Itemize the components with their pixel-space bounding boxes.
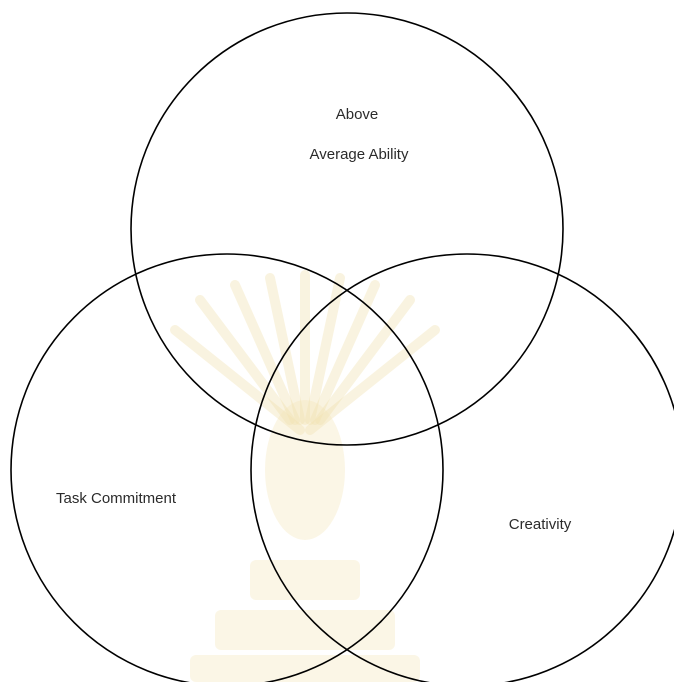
creativity-label: Creativity xyxy=(509,516,572,533)
task-commitment-label: Task Commitment xyxy=(56,490,177,507)
task-commitment-circle xyxy=(10,253,444,682)
above-average-ability-label-line2: Average Ability xyxy=(310,146,409,163)
above-average-ability-circle xyxy=(130,12,564,446)
above-average-ability-label-line1: Above xyxy=(336,106,379,123)
watermark-emblem xyxy=(170,270,440,682)
creativity-circle xyxy=(250,253,674,682)
